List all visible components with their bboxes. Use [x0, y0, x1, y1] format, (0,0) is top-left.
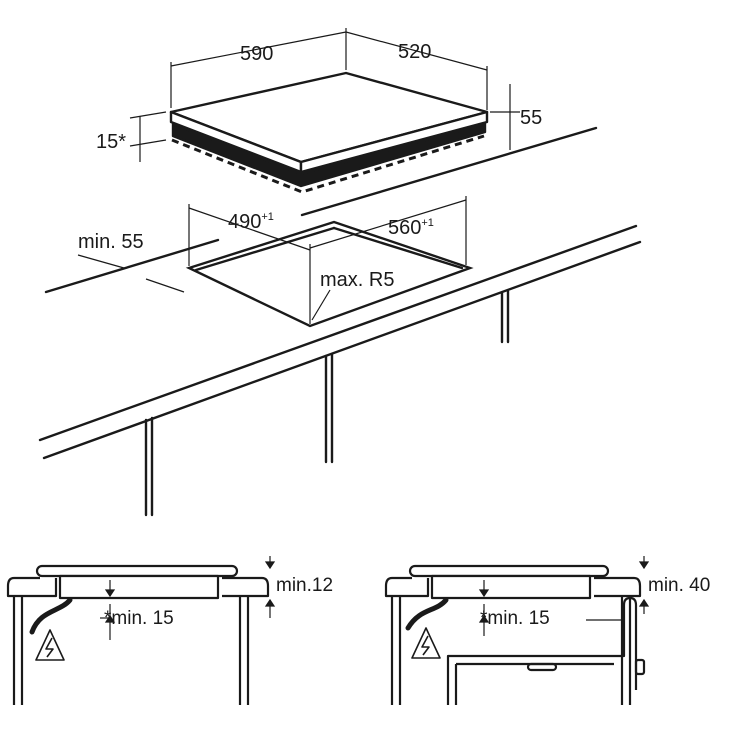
electric-hazard-icon	[35, 629, 65, 661]
left-bottom-gap-label: *min. 15	[104, 608, 174, 629]
worktop-illustration	[38, 126, 642, 517]
right-bottom-gap-label: *min. 15	[480, 608, 550, 629]
cutout-width-label: 490+1	[228, 211, 274, 233]
hob-depth-label: 520	[398, 41, 431, 63]
hob-thickness-label: 15*	[96, 131, 126, 153]
section-right	[384, 564, 646, 705]
hob-illustration	[169, 71, 489, 194]
electric-hazard-icon	[411, 627, 441, 659]
cutout-dimension-lines	[77, 196, 467, 324]
hob-width-label: 590	[240, 43, 273, 65]
hob-dimension-lines	[129, 28, 520, 162]
edge-distance-label: min. 55	[78, 231, 144, 253]
left-top-gap-label: min.12	[276, 575, 333, 596]
cutout-radius-label: max. R5	[320, 269, 394, 291]
section-right-dims	[478, 556, 650, 636]
hob-height-label: 55	[520, 107, 542, 129]
section-left	[6, 564, 270, 705]
section-left-dims	[100, 556, 276, 640]
right-top-gap-label: min. 40	[648, 575, 710, 596]
cutout-depth-label: 560+1	[388, 217, 434, 239]
